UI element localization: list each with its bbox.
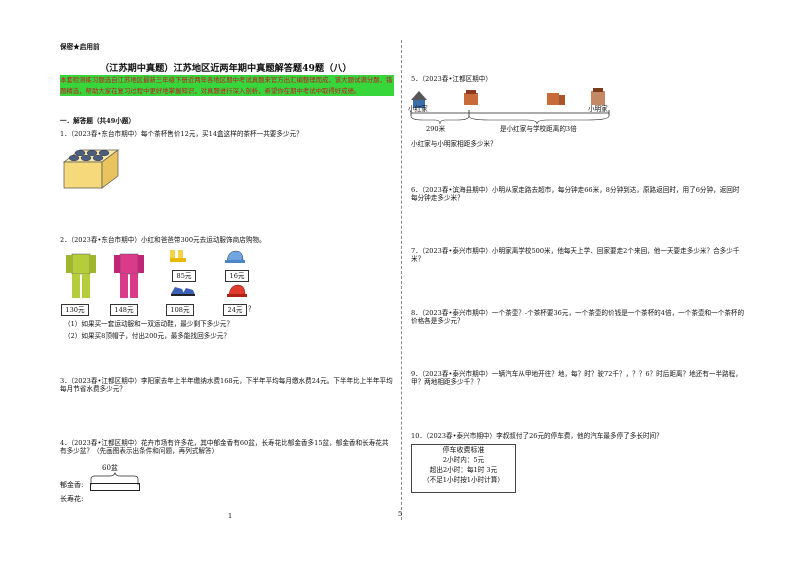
question-2-sub-2: （2）如果买8顶帽子，付出200元，最多能找回多少元？ xyxy=(64,332,231,340)
parking-fee-table: 停车收费标准 2小时内：5元 超出2小时：每1时 3元 （不足1小时按1小时计算… xyxy=(411,444,516,493)
secret-label: 保密★启用前 xyxy=(60,43,100,51)
question-7: 7．（2023春•泰兴市期中）小明家离学校500米，他每天上学、回家要走2个来回… xyxy=(411,247,740,264)
segment-brace xyxy=(90,472,139,485)
page-title: （江苏期中真题）江苏地区近两年期中真题解答题49题（八） xyxy=(100,63,352,74)
question-5: 5．（2023春•江都区期中） xyxy=(411,75,492,83)
question-8: 8．（2023春•泰兴市期中）一个茶壶？-个茶杯要36元，一个茶壶的价钱是一个茶… xyxy=(411,309,745,326)
price-tag-blue-cap: 16元 xyxy=(225,270,249,282)
question-4: 4．（2023春•江都区期中）花卉市场有许多花，其中郁金香有60盆，长寿花比郁金… xyxy=(60,439,389,456)
question-3: 3．（2023春•江都区期中）李阳家去年上半年缴纳水费168元，下半年平均每月缴… xyxy=(60,377,393,394)
sneakers-image xyxy=(171,287,195,296)
cap-blue-image xyxy=(225,250,245,263)
tracksuit-pink-image xyxy=(114,253,144,298)
question-2: 2．（2023春•东台市期中）小红和爸爸带300元去运动服饰商店购物。 xyxy=(60,236,266,244)
question-2-sub-1: （1）如果买一套运动服和一双运动鞋，最少剩下多少元？ xyxy=(64,320,234,328)
socks-image xyxy=(170,250,186,262)
price-tag-socks: 85元 xyxy=(172,270,196,282)
brace-label: 是小红家与学校距离的3倍 xyxy=(500,125,577,133)
distance-diagram xyxy=(410,88,610,125)
price-tag-sneakers: 108元 xyxy=(166,304,194,316)
price-tag-red-cap: 24元 xyxy=(223,304,247,316)
page-number-right: 5 xyxy=(398,510,403,518)
column-divider xyxy=(401,40,402,520)
home-label-xiaohong: 小红家 xyxy=(408,105,428,113)
row-label-tulip: 郁金香: xyxy=(60,481,84,489)
home-label-xiaoming: 小明家 xyxy=(588,105,608,113)
question-5-ask: 小红家与小明家相距多少米？ xyxy=(411,140,497,148)
distance-label: 290米 xyxy=(426,125,446,133)
cap-red-image xyxy=(227,284,247,297)
diagram-label-60: 60盆 xyxy=(102,464,118,472)
row-label-longevity: 长寿花: xyxy=(60,495,84,503)
question-9: 9．（2023春•泰兴市期中）一辆汽车从甲地开往？地，每？时？驶72千？，？？6… xyxy=(411,370,742,387)
fee-line-3: （不足1小时按1小时计算） xyxy=(423,476,504,484)
price-tag-green-suit: 130元 xyxy=(61,304,89,316)
intro-highlight: 本套检测练习题选自江苏地区最新三年级下册近两年各地区期中考试真题来官方出汇编整理… xyxy=(60,75,394,96)
tracksuit-green-image xyxy=(66,253,96,298)
question-10: 10．（2023春•泰兴市期中）李叔叔付了26元的停车费，他的汽车最多停了多长时… xyxy=(411,432,663,440)
tulip-bar xyxy=(90,483,140,491)
question-1: 1．（2023春•东台市期中）每个茶杯售价12元，买14盒这样的茶杯一共要多少元… xyxy=(60,130,303,138)
fee-title: 停车收费标准 xyxy=(442,446,485,454)
fee-line-2: 超出2小时：每1时 3元 xyxy=(429,466,498,474)
question-6: 6．（2023春•滨海县期中）小明从家走路去超市，每分钟走66米，8分钟到达，原… xyxy=(411,186,740,203)
teacup-box-image xyxy=(62,149,120,189)
section-heading: 一．解答题（共49小题） xyxy=(60,117,136,125)
page-number-left: 1 xyxy=(228,512,233,520)
fee-line-1: 2小时内：5元 xyxy=(442,456,485,464)
price-tag-pink-suit: 148元 xyxy=(110,304,138,316)
price-unknown-mark: ？ xyxy=(248,305,255,313)
